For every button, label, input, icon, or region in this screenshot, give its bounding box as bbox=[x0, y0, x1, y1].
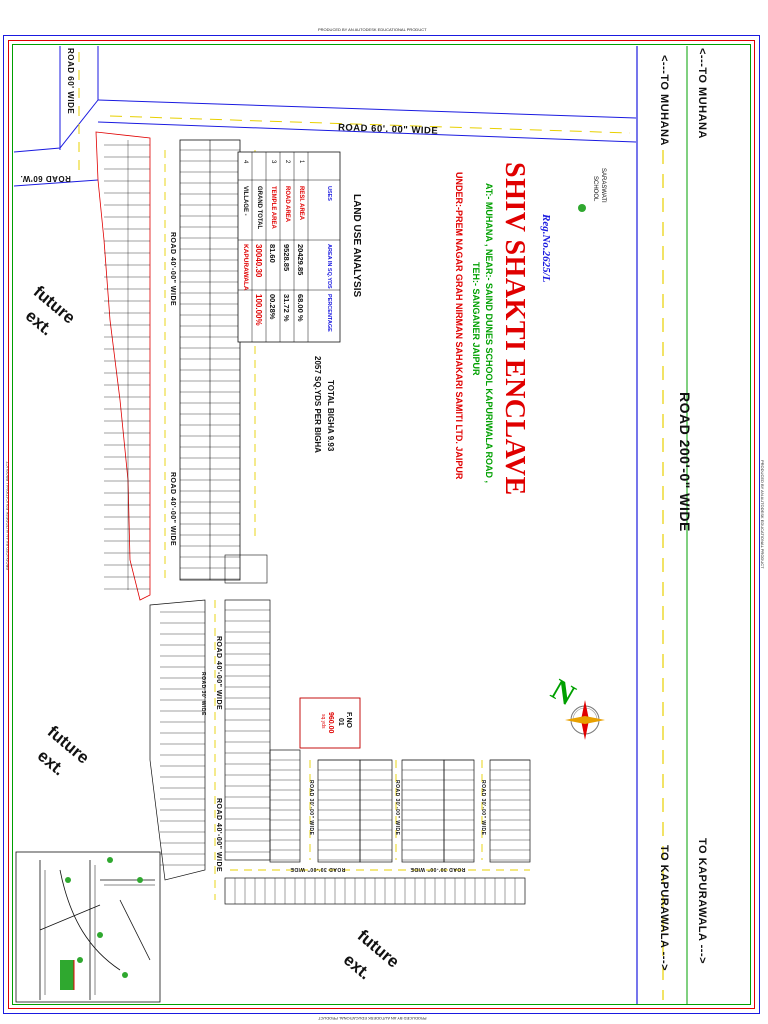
road-60-top bbox=[13, 46, 637, 187]
land-use-row1-pct: 68.00 % bbox=[296, 294, 305, 322]
land-use-row3-sno: 3 bbox=[270, 160, 276, 164]
project-under: UNDER:-PREM NAGAR GRAH NIRMAN SAHAKARI S… bbox=[454, 172, 464, 480]
plots-lower-region bbox=[149, 599, 531, 905]
road-label-30-b: ROAD 30'-00" WIDE bbox=[308, 780, 314, 836]
land-use-row1-use: RESI. AREA bbox=[298, 186, 304, 221]
plot-fno-number: 01 bbox=[337, 718, 344, 726]
road-label-40-a: ROAD 40'-00" WIDE bbox=[169, 232, 176, 307]
road-label-30-d: ROAD 30'-00" WIDE bbox=[480, 780, 486, 836]
plots-center-column bbox=[179, 139, 268, 584]
land-use-table-frame bbox=[237, 151, 341, 343]
land-use-total-pct: 100.00% bbox=[254, 294, 263, 326]
plot-fno-label: F.NO bbox=[345, 712, 352, 728]
land-use-row2-sno: 2 bbox=[284, 160, 290, 164]
land-use-row2-use: ROAD AREA bbox=[284, 186, 290, 223]
plots-left-strip bbox=[95, 131, 151, 601]
land-use-row3-use: TEMPLE AREA bbox=[270, 186, 276, 229]
land-use-village-label: VILLAGE - bbox=[242, 186, 248, 216]
road-label-60-left: ROAD 60' WIDE bbox=[66, 48, 75, 115]
project-address-2: TEH:- SANGANER JAIPUR bbox=[471, 262, 481, 376]
road-label-40-d: ROAD 40'-00" WIDE bbox=[215, 798, 222, 873]
land-use-col-uses: USES bbox=[326, 186, 332, 201]
road-label-to-kapurawala-1: TO KAPURAWALA ---> bbox=[696, 838, 708, 965]
school-label-2: SCHOOL bbox=[592, 176, 598, 202]
land-use-village-sno: 4 bbox=[242, 160, 248, 164]
plot-fno-unit: sq.yds bbox=[320, 714, 326, 729]
road-label-to-kapurawala-2: TO KAPURAWALA ---> bbox=[658, 845, 670, 972]
plot-fno-area: 960.00 bbox=[327, 712, 334, 734]
land-use-row1-area: 20429.85 bbox=[296, 244, 305, 276]
road-label-40-c: ROAD 40'-00" WIDE bbox=[215, 636, 222, 711]
land-use-col-area: AREA IN SQ.YDS bbox=[326, 244, 332, 289]
reg-number: Reg.No.2625/L bbox=[540, 214, 552, 283]
school-label-1: SARASWATI bbox=[600, 168, 606, 203]
sqyds-per-bigha: 2057 SQ.YDS PER BIGHA bbox=[313, 356, 322, 453]
road-label-40-b: ROAD 40'-00" WIDE bbox=[169, 472, 176, 547]
land-use-row1-sno: 1 bbox=[298, 160, 304, 164]
internal-road-centerlines bbox=[164, 150, 530, 900]
road-label-60w: ROAD 60'W. bbox=[20, 174, 71, 183]
key-map-inset bbox=[15, 851, 161, 1003]
land-use-village-value: KAPURAWALA bbox=[242, 244, 249, 291]
land-use-row3-pct: 00.28% bbox=[268, 294, 277, 320]
land-use-row3-area: 81.60 bbox=[268, 244, 277, 263]
road-200-wide bbox=[636, 46, 688, 1004]
project-address-1: AT:- MUHANA , NEAR:- SAIND DUNES SCHOOL … bbox=[484, 183, 494, 483]
land-use-total-label: GRAND TOTAL bbox=[256, 186, 262, 230]
road-label-30-a: ROAD 30' WIDE bbox=[200, 672, 206, 716]
frame-outer bbox=[3, 35, 760, 1014]
land-use-row2-area: 9528.85 bbox=[282, 244, 291, 272]
road-label-to-muhana-1: <---TO MUHANA bbox=[696, 48, 708, 139]
road-label-200-wide: ROAD 200'-0" WIDE bbox=[677, 392, 693, 532]
header-note: PRODUCED BY AN AUTODESK EDUCATIONAL PROD… bbox=[318, 27, 427, 32]
road-label-to-muhana-2: <---TO MUHANA bbox=[658, 55, 670, 146]
frame-inner bbox=[12, 44, 751, 1005]
land-use-heading: LAND USE ANALYSIS bbox=[351, 194, 362, 298]
project-title: SHIV SHAKTI ENCLAVE bbox=[499, 162, 530, 496]
road-label-30-e: ROAD 30'-00" WIDE bbox=[290, 866, 346, 872]
frame-middle bbox=[8, 40, 755, 1009]
north-arrow-icon bbox=[565, 700, 605, 740]
road-label-30-f: ROAD 30'-00" WIDE bbox=[410, 866, 466, 872]
school-marker-icon bbox=[578, 204, 586, 212]
total-bigha: TOTAL BIGHA 9.93 bbox=[326, 380, 335, 452]
land-use-total-area: 30040.30 bbox=[254, 244, 263, 278]
land-use-col-pct: PERCENTAGE bbox=[326, 294, 332, 332]
land-use-row2-pct: 31.72 % bbox=[282, 294, 291, 322]
road-label-30-c: ROAD 30'-00" WIDE bbox=[394, 780, 400, 836]
